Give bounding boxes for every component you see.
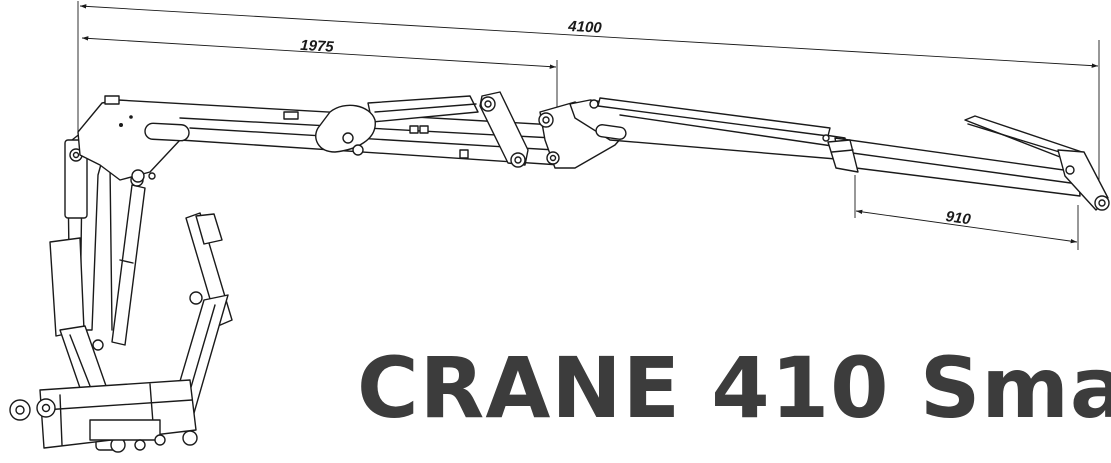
dimension-label-1975: 1975 (300, 37, 335, 56)
dimension-label-4100: 4100 (567, 18, 603, 37)
dimension-label-910: 910 (945, 208, 973, 228)
boom-tip (964, 115, 1110, 211)
outer-boom (569, 97, 849, 161)
dimension-total-reach: 4100 (77, 1, 1100, 200)
base-frame (9, 379, 197, 451)
telescopic-extension (827, 137, 1081, 197)
product-title: CRANE 410 Sma (357, 339, 1111, 437)
slewing-cylinder (111, 173, 146, 346)
dimension-extension: 910 (854, 175, 1079, 250)
main-boom-cylinder (315, 95, 479, 156)
